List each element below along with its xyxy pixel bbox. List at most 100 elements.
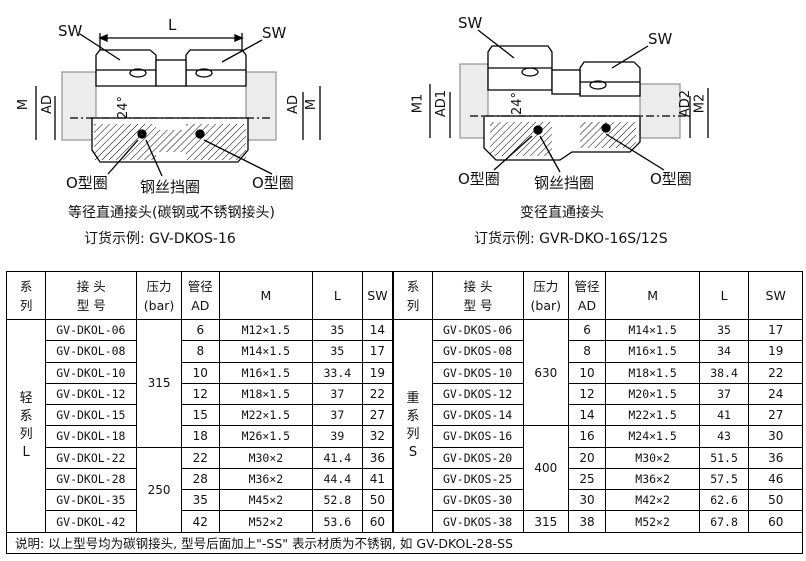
angle-label-left: 24° [116, 95, 132, 120]
sw-label-right: SW [262, 24, 287, 42]
length-cell: 57.5 [698, 467, 750, 491]
sw-cell: 27 [748, 404, 803, 427]
sw-cell: 46 [748, 467, 803, 491]
drawings-area: SW SW L M AD AD M 24° O型圈 钢丝挡圈 O型圈 等径直通接… [0, 0, 806, 268]
length-cell: 51.5 [698, 446, 750, 469]
sw-cell: 27 [361, 404, 394, 427]
model-cell: GV-DKOL-12 [45, 382, 138, 406]
thread-cell: M36×2 [218, 467, 313, 491]
model-cell: GV-DKOL-35 [45, 489, 138, 512]
sw-label-left: SW [58, 22, 83, 40]
header-series-light: 系列 [5, 271, 47, 320]
oring-label-right-2: O型圈 [650, 170, 692, 188]
header-sw-light: SW [361, 271, 394, 320]
pipe-diameter-cell: 28 [180, 467, 220, 491]
model-cell: GV-DKOL-10 [45, 361, 138, 384]
model-cell: GV-DKOL-28 [45, 467, 138, 491]
length-cell: 53.6 [311, 510, 363, 533]
oring-label-left-2: O型圈 [458, 170, 500, 188]
header-model-heavy: 接 头型 号 [431, 271, 524, 320]
header-thread-light: M [218, 271, 313, 320]
sw-cell: 22 [361, 382, 394, 406]
reducing-union-order-example: 订货示例: GVR-DKO-16S/12S [474, 231, 668, 247]
sw-cell: 17 [748, 318, 803, 342]
thread-cell: M12×1.5 [218, 318, 313, 342]
ad1-label: AD1 [434, 89, 450, 118]
length-cell: 41 [698, 404, 750, 427]
header-series-heavy: 系列 [392, 271, 433, 320]
header-length-heavy: L [698, 271, 750, 320]
equal-union-caption: 等径直通接头(碳钢或不锈钢接头) [68, 205, 275, 221]
sw-cell: 41 [361, 467, 394, 491]
thread-cell: M26×1.5 [218, 425, 313, 448]
sw-cell: 36 [361, 446, 394, 469]
pipe-diameter-cell: 8 [567, 340, 607, 363]
pipe-diameter-cell: 6 [567, 318, 607, 342]
equal-union-order-example: 订货示例: GV-DKOS-16 [84, 231, 236, 247]
length-cell: 34 [698, 340, 750, 363]
sw-cell: 17 [361, 340, 394, 363]
thread-cell: M42×2 [605, 489, 700, 512]
pipe-diameter-cell: 8 [180, 340, 220, 363]
thread-cell: M22×1.5 [605, 404, 700, 427]
thread-cell: M36×2 [605, 467, 700, 491]
ad-label-left: AD [39, 95, 55, 114]
pipe-diameter-cell: 16 [567, 425, 607, 448]
technical-drawings [35, 29, 709, 177]
thread-cell: M24×1.5 [605, 425, 700, 448]
pipe-diameter-cell: 35 [180, 489, 220, 512]
sw-cell: 19 [748, 340, 803, 363]
length-cell: 43 [698, 425, 750, 448]
sw-cell: 32 [361, 425, 394, 448]
model-cell: GV-DKOL-18 [45, 425, 138, 448]
length-cell: 39 [311, 425, 363, 448]
length-cell: 38.4 [698, 361, 750, 384]
pipe-diameter-cell: 25 [567, 467, 607, 491]
pressure-cell: 630 [522, 318, 569, 427]
model-cell: GV-DKOL-15 [45, 404, 138, 427]
length-cell: 44.4 [311, 467, 363, 491]
thread-cell: M18×1.5 [218, 382, 313, 406]
pipe-diameter-cell: 10 [180, 361, 220, 384]
note-row: 说明: 以上型号均为碳钢接头, 型号后面加上"-SS" 表示材质为不锈钢, 如 … [6, 531, 803, 555]
length-cell: 37 [698, 382, 750, 406]
m1-label: M1 [410, 93, 426, 114]
sw-cell: 36 [748, 446, 803, 469]
pipe-diameter-cell: 14 [567, 404, 607, 427]
ad-label-right: AD [285, 95, 301, 114]
sw-cell: 19 [361, 361, 394, 384]
header-sw-heavy: SW [748, 271, 803, 320]
thread-cell: M14×1.5 [218, 340, 313, 363]
pipe-diameter-cell: 42 [180, 510, 220, 533]
thread-cell: M45×2 [218, 489, 313, 512]
ad2-label: AD2 [678, 89, 694, 118]
length-cell: 35 [311, 340, 363, 363]
thread-cell: M20×1.5 [605, 382, 700, 406]
length-cell: 35 [698, 318, 750, 342]
header-pressure-light: 压力(bar) [136, 271, 182, 320]
pipe-diameter-cell: 12 [180, 382, 220, 406]
thread-cell: M52×2 [605, 510, 700, 533]
angle-label-right: 24° [510, 91, 526, 116]
m2-label: M2 [692, 93, 708, 114]
model-cell: GV-DKOL-06 [45, 318, 138, 342]
thread-cell: M52×2 [218, 510, 313, 533]
oring-label-left: O型圈 [66, 174, 108, 192]
pipe-diameter-cell: 18 [180, 425, 220, 448]
pressure-cell: 315 [522, 510, 569, 533]
length-cell: 62.6 [698, 489, 750, 512]
m-label-right: M [304, 98, 320, 111]
pipe-diameter-cell: 6 [180, 318, 220, 342]
